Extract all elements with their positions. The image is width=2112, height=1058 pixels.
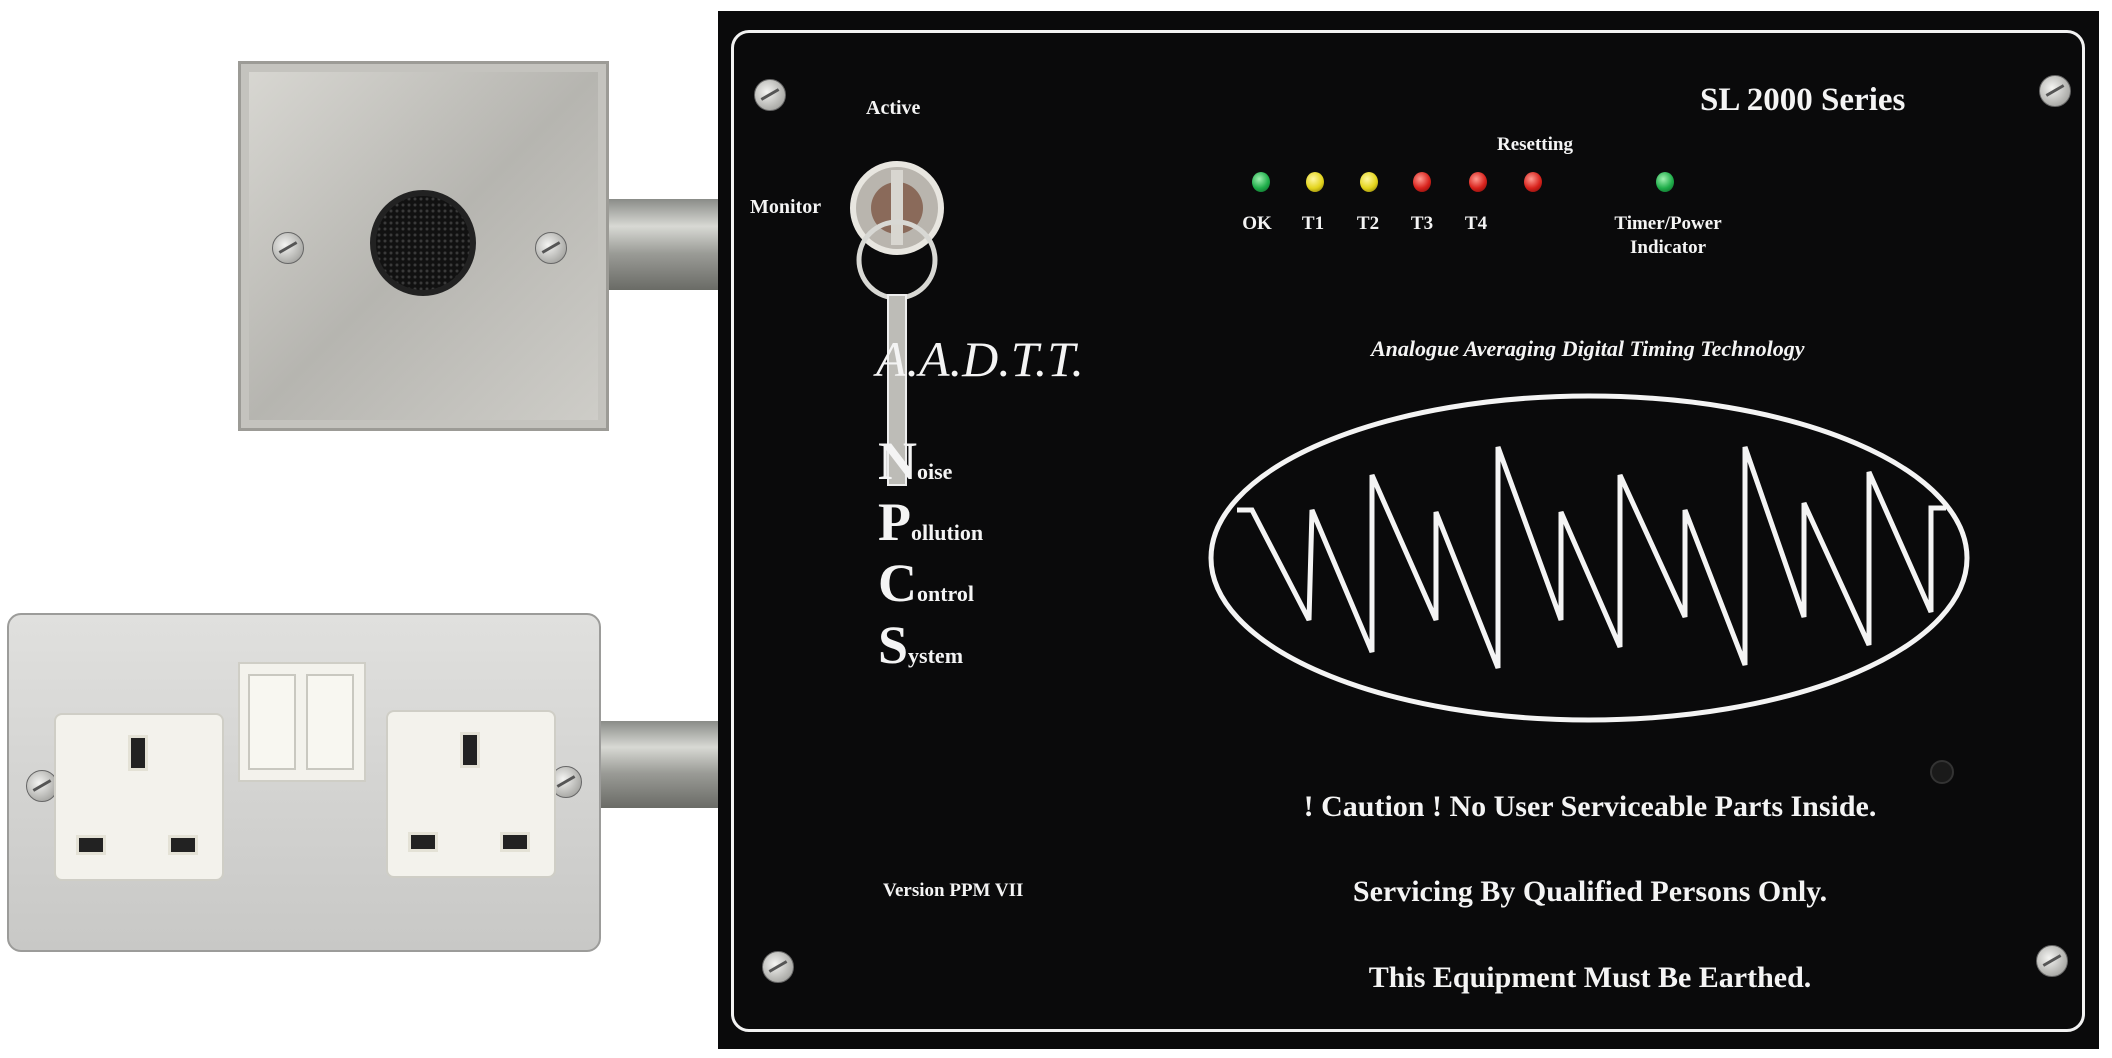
npcs-word: ystem [908, 643, 964, 668]
npcs-line-control: Control [878, 552, 974, 614]
screw-icon [535, 232, 567, 264]
npcs-line-noise: Noise [878, 430, 952, 492]
servicing-text: Servicing By Qualified Persons Only. [1352, 875, 1828, 908]
npcs-word: ontrol [917, 581, 975, 606]
screw-icon [2036, 945, 2068, 977]
led-t1 [1306, 172, 1324, 192]
acronym-title: A.A.D.T.T. [876, 331, 1084, 387]
npcs-initial: C [878, 553, 917, 613]
screw-icon [754, 79, 786, 111]
led-label-t1: T1 [1301, 213, 1325, 234]
lower-conduit-pipe [598, 721, 725, 808]
panel-border [731, 30, 2085, 1032]
screw-icon [272, 232, 304, 264]
npcs-line-pollution: Pollution [878, 491, 983, 553]
npcs-initial: P [878, 492, 911, 552]
tagline: Analogue Averaging Digital Timing Techno… [1371, 336, 1805, 361]
npcs-word: ollution [911, 520, 984, 545]
series-title: SL 2000 Series [1700, 82, 1906, 118]
screw-icon [26, 770, 58, 802]
led-timer-power [1656, 172, 1674, 192]
panel-hole [1930, 760, 1954, 784]
key-monitor-label: Monitor [750, 196, 822, 218]
caution-text: ! Caution ! No User Serviceable Parts In… [1303, 790, 1877, 823]
led-label-t4: T4 [1464, 213, 1488, 234]
npcs-word: oise [917, 459, 953, 484]
socket-switches[interactable] [238, 662, 366, 782]
switch-rocker-left[interactable] [248, 674, 296, 770]
key-active-label: Active [866, 97, 921, 119]
logo-zigzag [1237, 446, 1946, 669]
npcs-initial: N [878, 431, 917, 491]
screw-icon [2039, 75, 2071, 107]
led-label-ok: OK [1242, 213, 1272, 234]
led-label-t3: T3 [1410, 213, 1434, 234]
version-label: Version PPM VII [883, 880, 1024, 901]
socket-outlet-right [386, 710, 556, 878]
led-resetting [1524, 172, 1542, 192]
key-lock-icon[interactable] [845, 160, 955, 490]
led-ok [1252, 172, 1270, 192]
led-label-timer-power: Timer/Power [1614, 213, 1722, 234]
led-label-indicator: Indicator [1630, 237, 1706, 258]
upper-conduit-pipe [605, 199, 725, 290]
led-t4 [1469, 172, 1487, 192]
socket-outlet-left [54, 713, 224, 881]
led-t2 [1360, 172, 1378, 192]
npcs-line-system: System [878, 614, 963, 676]
screw-icon [762, 951, 794, 983]
switch-rocker-right[interactable] [306, 674, 354, 770]
led-label-t2: T2 [1356, 213, 1380, 234]
microphone-grille [370, 190, 476, 296]
logo-ellipse [1208, 393, 1970, 723]
npcs-initial: S [878, 615, 909, 675]
resetting-label: Resetting [1497, 134, 1573, 155]
led-t3 [1413, 172, 1431, 192]
earthed-text: This Equipment Must Be Earthed. [1368, 961, 1812, 994]
